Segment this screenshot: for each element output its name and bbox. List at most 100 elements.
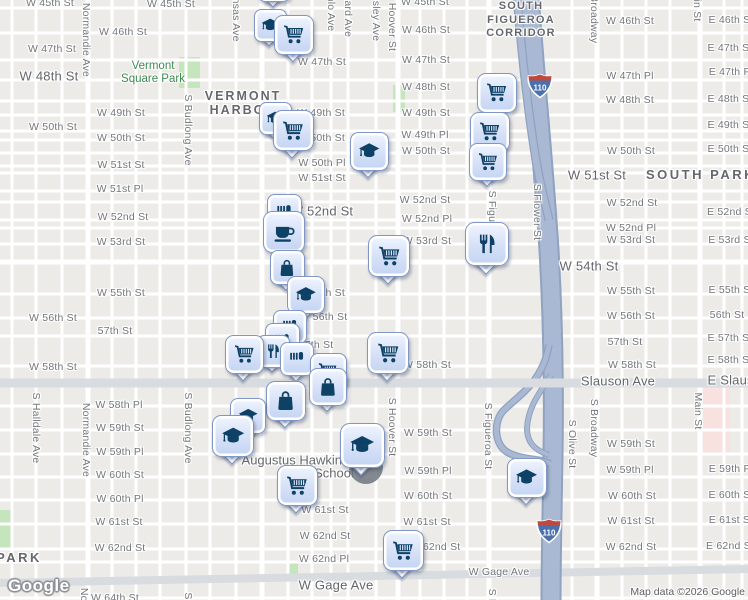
poi-marker-cart[interactable] bbox=[224, 335, 264, 381]
street-label: E 61st St bbox=[708, 514, 748, 526]
street-label: W 45th St bbox=[147, 0, 195, 10]
street-label: 57th St bbox=[97, 325, 133, 337]
poi-marker-bag[interactable] bbox=[309, 368, 347, 413]
poi-marker-store[interactable] bbox=[280, 342, 314, 382]
street-label: W 59th St bbox=[96, 422, 144, 434]
street-label: W 59th Pl bbox=[606, 464, 654, 476]
shopping-cart-icon bbox=[390, 538, 416, 564]
marker-balloon bbox=[339, 423, 385, 468]
coffee-cup-icon bbox=[271, 219, 297, 245]
poi-marker-cart[interactable] bbox=[276, 465, 318, 514]
street-label: W 58th Pl bbox=[95, 399, 143, 411]
street-label: E 47th Pl bbox=[708, 66, 748, 78]
poi-marker-bag[interactable] bbox=[266, 381, 306, 429]
street-label: W 51st St bbox=[298, 172, 346, 184]
poi-marker-cart[interactable] bbox=[367, 332, 409, 382]
street-label: W 62nd St bbox=[605, 541, 657, 553]
shopping-cart-icon bbox=[232, 342, 256, 366]
marker-balloon bbox=[287, 276, 325, 314]
marker-balloon bbox=[309, 368, 347, 406]
street-label: Main St bbox=[692, 392, 704, 430]
graduation-cap-icon bbox=[220, 423, 246, 449]
graduation-cap-icon bbox=[294, 283, 318, 307]
street-label: E Slauson Ave bbox=[707, 372, 748, 388]
shopping-bag-icon bbox=[273, 388, 298, 413]
street-label: Normandie Ave bbox=[78, 588, 90, 600]
street-label: W 56th St bbox=[607, 310, 655, 322]
poi-marker-cart[interactable] bbox=[469, 143, 507, 188]
street-label: S Flower St bbox=[531, 183, 543, 241]
poi-marker-cart[interactable] bbox=[272, 110, 314, 159]
poi-marker-school[interactable] bbox=[339, 423, 385, 477]
street-label: E 49th St bbox=[707, 119, 748, 131]
street-label: W 62nd St bbox=[94, 542, 146, 554]
poi-marker-restaurant[interactable] bbox=[465, 222, 509, 274]
poi-marker-school[interactable] bbox=[507, 458, 547, 506]
marker-balloon bbox=[274, 15, 314, 55]
street-label: W 46th St bbox=[402, 24, 450, 36]
school-poi-label: Augustus Hawkins bbox=[241, 452, 349, 468]
street-label: E 47th St bbox=[707, 42, 748, 54]
svg-text:110: 110 bbox=[543, 529, 556, 538]
street-label: W 47th St bbox=[402, 54, 450, 66]
poi-marker-cart[interactable] bbox=[274, 15, 314, 63]
district-label-line: SOUTH PARK bbox=[646, 167, 748, 182]
street-label: W 49th Pl bbox=[401, 129, 449, 141]
shopping-cart-icon bbox=[484, 80, 509, 105]
marker-balloon bbox=[349, 132, 389, 171]
poi-marker-cart[interactable] bbox=[382, 530, 424, 579]
street-label: E 62nd St bbox=[706, 540, 748, 552]
poi-marker-cafe[interactable] bbox=[263, 211, 305, 261]
marker-balloon bbox=[368, 235, 410, 277]
street-label: W 62nd Pl bbox=[298, 553, 350, 565]
district-label-line: VERMONT bbox=[204, 89, 282, 103]
park-label-line: Square Park bbox=[121, 72, 185, 85]
street-label: S Hoover St bbox=[386, 397, 398, 457]
street-label: W 50th St bbox=[402, 145, 450, 157]
marker-balloon bbox=[469, 143, 507, 181]
street-label: E 60th St bbox=[708, 489, 748, 501]
street-label: W 56th St bbox=[29, 312, 77, 324]
street-label: W 59th Pl bbox=[96, 446, 144, 458]
street-label: W 51st St bbox=[567, 167, 627, 183]
street-label: W 49th St bbox=[97, 107, 145, 119]
park-label-line: Vermont bbox=[131, 60, 175, 72]
street-label: W 48th St bbox=[402, 81, 450, 93]
street-label: W 60th St bbox=[608, 490, 656, 502]
street-label: W 53rd St bbox=[606, 234, 656, 246]
street-label: S Broadway bbox=[588, 0, 600, 44]
street-label: W 50th Pl bbox=[298, 157, 346, 169]
district-label-line: SOUTH bbox=[498, 0, 544, 12]
street-label: S Budlong Ave bbox=[182, 592, 194, 600]
street-label: E 50th St bbox=[707, 143, 748, 155]
shopping-cart-icon bbox=[284, 473, 310, 499]
google-logo[interactable]: Google bbox=[8, 576, 70, 595]
street-label: Kansas Ave bbox=[230, 0, 242, 42]
building-area bbox=[703, 383, 730, 455]
street-label: E 53rd St bbox=[708, 234, 748, 246]
park-area bbox=[289, 562, 298, 576]
street-label: S Figueroa St bbox=[486, 589, 498, 600]
poi-marker-cart[interactable] bbox=[477, 73, 517, 121]
street-label: W 58th St bbox=[608, 359, 656, 371]
street-label: W 58th St bbox=[29, 361, 77, 373]
marker-balloon bbox=[465, 222, 509, 266]
marker-balloon bbox=[224, 335, 264, 374]
shopping-cart-icon bbox=[376, 243, 402, 269]
marker-balloon bbox=[477, 73, 517, 113]
street-label: Normandie Ave bbox=[80, 402, 92, 478]
street-label: E 48th St bbox=[707, 93, 748, 105]
shopping-cart-icon bbox=[476, 150, 500, 174]
street-label: W 59th St bbox=[607, 438, 655, 450]
street-label: sley Ave bbox=[370, 0, 382, 42]
poi-marker-cart[interactable] bbox=[368, 235, 410, 285]
street-label: W 55th St bbox=[97, 287, 145, 299]
poi-marker-school[interactable] bbox=[287, 276, 325, 321]
poi-marker-school[interactable] bbox=[212, 415, 254, 465]
poi-marker-school[interactable] bbox=[349, 132, 389, 178]
street-label: S Budlong Ave bbox=[182, 94, 194, 166]
street-label: W 61st St bbox=[95, 516, 143, 528]
street-label: Menlo Ave bbox=[325, 0, 337, 32]
